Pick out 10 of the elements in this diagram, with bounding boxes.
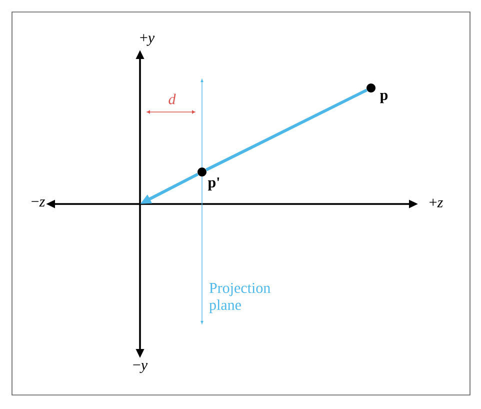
point-dot <box>198 168 206 176</box>
point-label: p' <box>208 178 220 190</box>
point-dot <box>366 84 376 92</box>
point-label: p <box>380 92 388 104</box>
axis-label: −y <box>133 362 148 374</box>
dimension-label: d <box>168 94 176 104</box>
plane-label: Projection plane <box>209 282 270 314</box>
axis-label: +y <box>140 34 155 46</box>
axis-label: −z <box>32 200 45 206</box>
axis-label: +z <box>430 198 443 208</box>
